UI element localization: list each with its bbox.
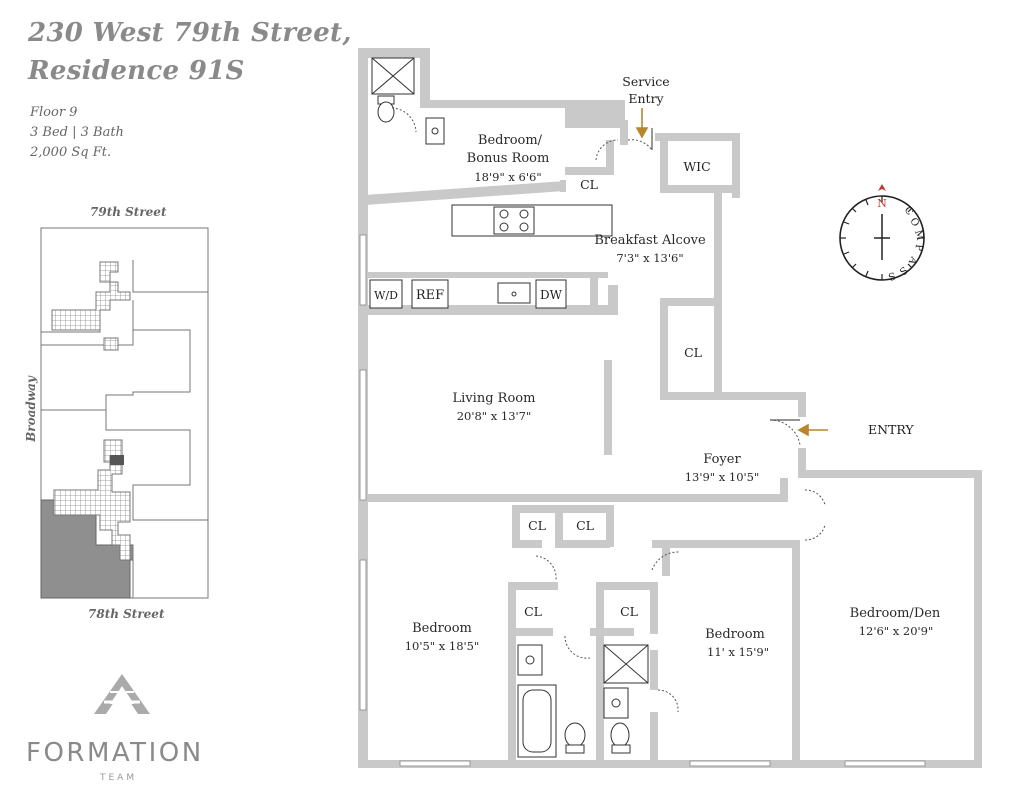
room-bedroom-bonus-name: Bedroom/	[478, 133, 543, 148]
compass-north: N	[877, 197, 887, 210]
room-bedroom1-name: Bedroom	[412, 621, 472, 636]
closet-label-foyer: CL	[684, 345, 702, 360]
svg-text:M: M	[912, 229, 925, 242]
svg-text:P: P	[912, 244, 924, 252]
keyplan	[40, 227, 209, 599]
keyplan-street-bottom: 78th Street	[88, 607, 165, 621]
room-bedroom-bonus-name-2: Bonus Room	[467, 151, 550, 166]
service-entry-label: Service	[622, 74, 669, 89]
closet-label-3: CL	[524, 604, 542, 619]
compass: N C O M P A S S	[839, 184, 925, 282]
lower-bath-fixtures	[517, 644, 649, 758]
title-residence: Residence 91S	[28, 56, 245, 86]
formation-logo-icon	[94, 674, 150, 714]
title-address: 230 West 79th Street,	[28, 18, 352, 48]
room-bedroom1-dims: 10'5" x 18'5"	[405, 639, 480, 653]
walls	[358, 48, 982, 768]
room-living-name: Living Room	[453, 391, 536, 406]
logo-subtitle: TEAM	[100, 773, 138, 783]
refrigerator-label: REF	[416, 288, 444, 303]
closet-label-1: CL	[528, 518, 546, 533]
room-breakfast-dims: 7'3" x 13'6"	[616, 251, 683, 265]
keyplan-street-top: 79th Street	[90, 205, 167, 219]
size-info: 2,000 Sq Ft.	[30, 145, 112, 160]
closet-label-2: CL	[576, 518, 594, 533]
washer-dryer-label: W/D	[374, 289, 398, 302]
room-bedroom-den-dims: 12'6" x 20'9"	[859, 624, 934, 638]
room-foyer-name: Foyer	[703, 452, 741, 467]
room-breakfast-name: Breakfast Alcove	[594, 233, 706, 248]
entry-label: ENTRY	[868, 422, 914, 437]
service-entry-label-2: Entry	[628, 91, 664, 106]
floor-info: Floor 9	[30, 105, 78, 120]
beds-baths-info: 3 Bed | 3 Bath	[30, 125, 124, 140]
wic-label: WIC	[683, 159, 710, 174]
entry-arrows	[635, 108, 828, 437]
kitchen-fixtures	[369, 204, 613, 309]
room-bedroom-den-name: Bedroom/Den	[850, 606, 941, 621]
room-bedroom2-name: Bedroom	[705, 627, 765, 642]
logo-wordmark: FORMATION	[26, 738, 204, 768]
room-living-dims: 20'8" x 13'7"	[457, 409, 532, 423]
closet-label-bonus: CL	[580, 177, 598, 192]
room-bedroom-bonus-dims: 18'9" x 6'6"	[474, 170, 541, 184]
svg-text:S: S	[886, 269, 896, 282]
room-foyer-dims: 13'9" x 10'5"	[685, 470, 760, 484]
top-bath-fixtures	[371, 57, 445, 145]
closet-label-4: CL	[620, 604, 638, 619]
dishwasher-label: DW	[540, 288, 563, 302]
room-bedroom2-dims: 11' x 15'9"	[707, 645, 769, 659]
